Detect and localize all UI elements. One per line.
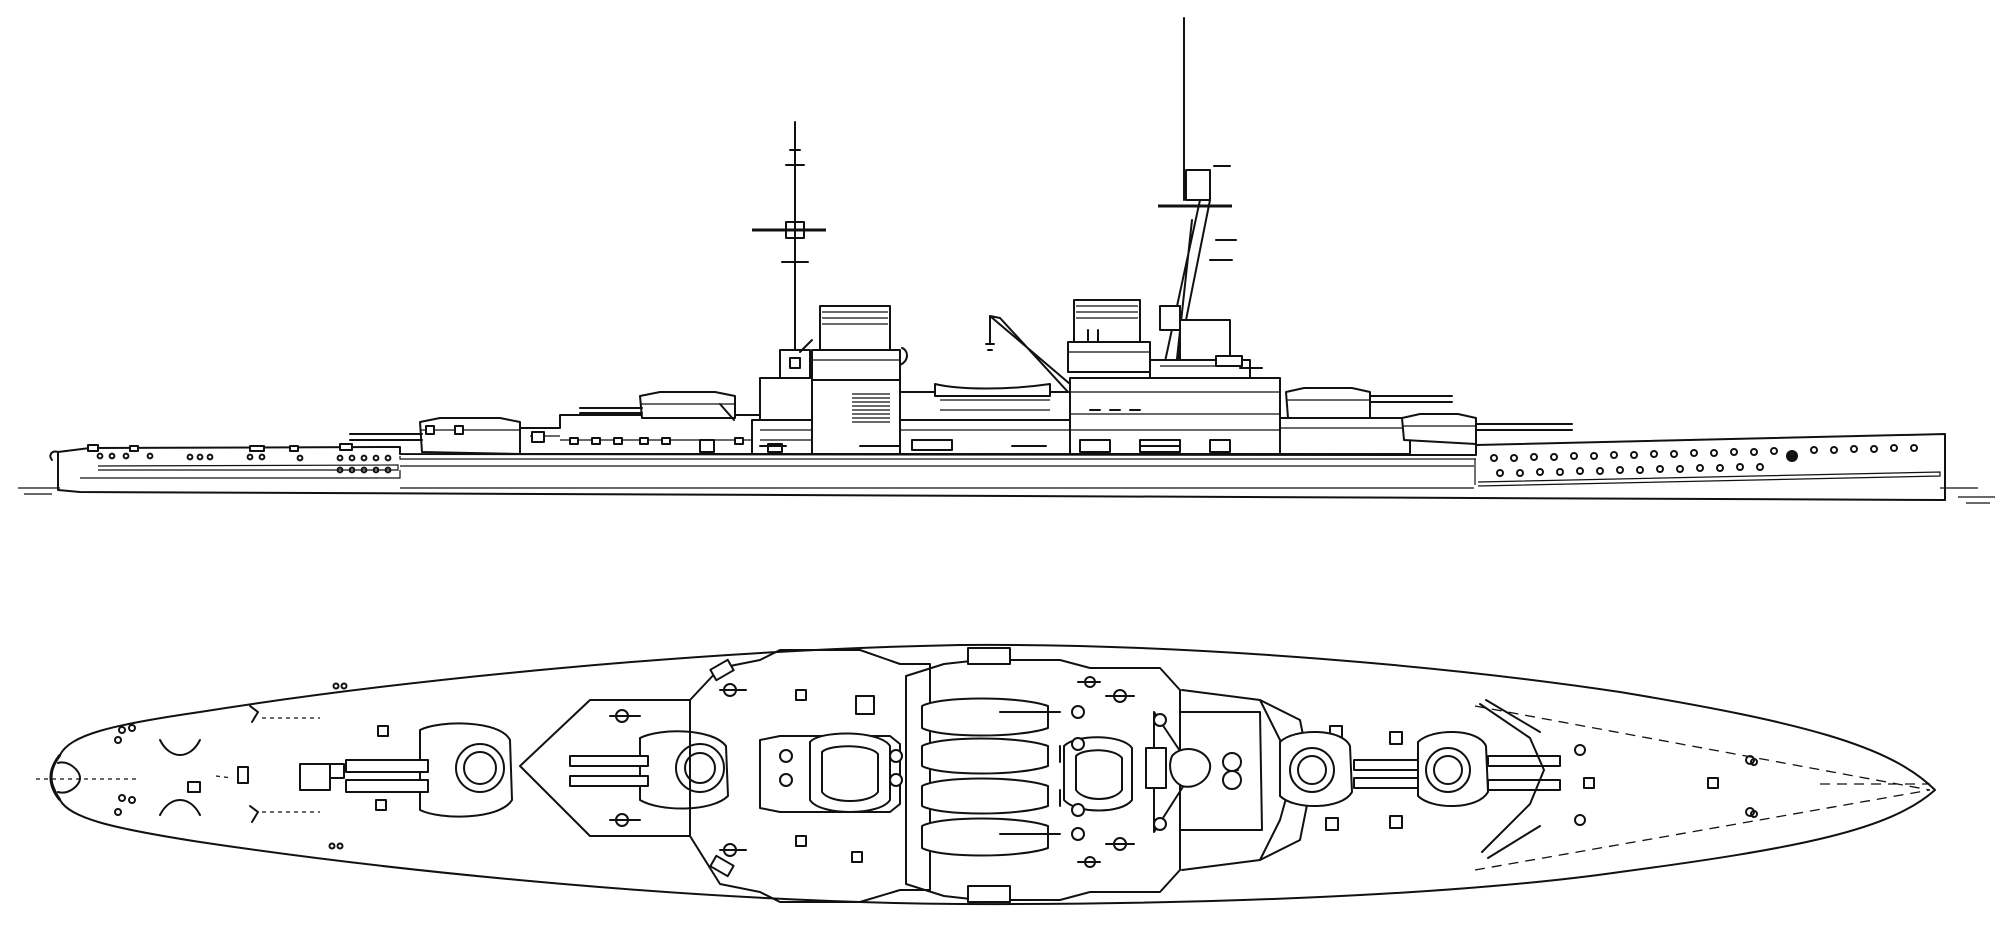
quarterdeck-fittings-plan xyxy=(1479,699,1758,859)
forward-superstructure xyxy=(519,414,761,455)
midship-boats xyxy=(899,315,1071,455)
turret-a-side xyxy=(349,417,521,455)
turret-a-plan xyxy=(329,722,513,818)
main-mast-plan xyxy=(1145,711,1263,833)
forward-superstructure-plan xyxy=(689,649,931,903)
waterline-marks xyxy=(18,487,1995,504)
fore-mast xyxy=(751,121,831,455)
turret-d-side xyxy=(1401,413,1573,445)
portholes-fwd xyxy=(96,452,392,474)
aft-superstructure xyxy=(1069,367,1281,455)
plan-view xyxy=(36,643,1936,906)
turret-b-plan xyxy=(519,699,729,837)
turret-c-side xyxy=(1279,387,1453,455)
aft-funnel xyxy=(1067,299,1151,373)
main-mast xyxy=(1147,17,1251,443)
fore-funnel xyxy=(811,305,908,455)
hull-outline-plan xyxy=(50,643,1936,906)
forecastle-fittings xyxy=(87,443,353,452)
side-elevation-view xyxy=(18,17,1995,504)
forecastle-fittings-plan xyxy=(114,682,389,850)
turret-b-side xyxy=(579,391,736,421)
midship-plan xyxy=(905,647,1181,903)
portholes-aft xyxy=(1490,444,1918,477)
anchor-hawse-icon xyxy=(1786,450,1798,462)
